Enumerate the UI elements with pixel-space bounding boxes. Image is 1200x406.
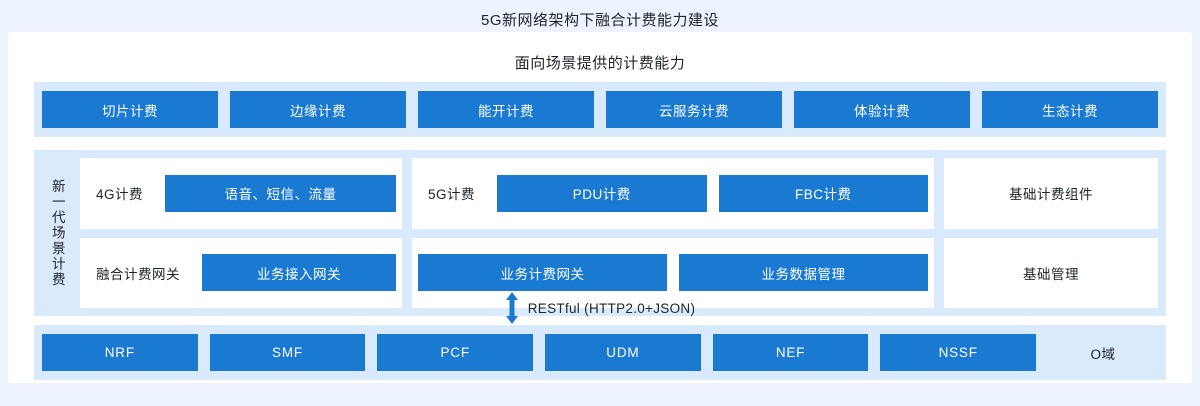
label-basic-charging-component: 基础计费组件 [1009,187,1093,203]
capability-item-ecosystem[interactable]: 生态计费 [982,91,1158,128]
label-basic-management: 基础管理 [1023,266,1079,282]
group-4g-charging: 4G计费 语音、短信、流量 [80,158,402,229]
group-label-4g: 4G计费 [96,187,144,203]
scene-charging-section: 新一代场景计费 4G计费 语音、短信、流量 5G计费 PDU计费 FBC计费 基… [34,150,1166,316]
group-converged-charging-gateway: 融合计费网关 业务接入网关 [80,237,402,308]
section-subtitle: 面向场景提供的计费能力 [514,55,686,72]
capability-item-edge[interactable]: 边缘计费 [230,91,406,128]
diagram-card: 面向场景提供的计费能力 切片计费 边缘计费 能开计费 云服务计费 体验计费 生态… [8,32,1192,383]
o-domain-label: O域 [1090,346,1116,362]
nf-item-nef[interactable]: NEF [712,334,869,371]
scene-charging-row-1: 4G计费 语音、短信、流量 5G计费 PDU计费 FBC计费 基础计费组件 [80,158,1158,229]
chip-service-charging-gateway[interactable]: 业务计费网关 [418,254,667,292]
group-basic-charging-component: 基础计费组件 [944,158,1158,229]
group-label-converged-gateway: 融合计费网关 [96,266,180,282]
group-label-5g: 5G计费 [428,187,476,203]
chip-service-access-gateway[interactable]: 业务接入网关 [202,254,396,292]
chip-service-data-management[interactable]: 业务数据管理 [679,254,928,292]
scene-charging-vertical-label: 新一代场景计费 [49,178,65,288]
nf-item-pcf[interactable]: PCF [377,334,534,371]
scene-charging-rows: 4G计费 语音、短信、流量 5G计费 PDU计费 FBC计费 基础计费组件 [72,158,1158,308]
page-title: 5G新网络架构下融合计费能力建设 [480,12,719,29]
network-function-row: NRF SMF PCF UDM NEF NSSF O域 [34,325,1166,380]
capability-item-cloud-service[interactable]: 云服务计费 [606,91,782,128]
nf-item-nrf[interactable]: NRF [42,334,198,371]
capability-item-experience[interactable]: 体验计费 [794,91,970,128]
chip-pdu-charging[interactable]: PDU计费 [497,174,707,212]
scene-charging-row-2: 融合计费网关 业务接入网关 业务计费网关 业务数据管理 基础管理 [80,237,1158,308]
capability-item-capability-open[interactable]: 能开计费 [418,91,594,128]
nf-item-udm[interactable]: UDM [545,334,701,371]
nf-item-smf[interactable]: SMF [209,334,366,371]
capability-row: 切片计费 边缘计费 能开计费 云服务计费 体验计费 生态计费 [34,82,1166,137]
group-basic-management: 基础管理 [944,237,1158,308]
group-service-gateways: 业务计费网关 业务数据管理 [412,237,934,308]
nf-item-nssf[interactable]: NSSF [880,334,1037,371]
chip-fbc-charging[interactable]: FBC计费 [718,174,929,212]
chip-voice-sms-data[interactable]: 语音、短信、流量 [165,174,396,212]
capability-item-slice[interactable]: 切片计费 [42,91,218,128]
group-5g-charging: 5G计费 PDU计费 FBC计费 [412,158,934,229]
